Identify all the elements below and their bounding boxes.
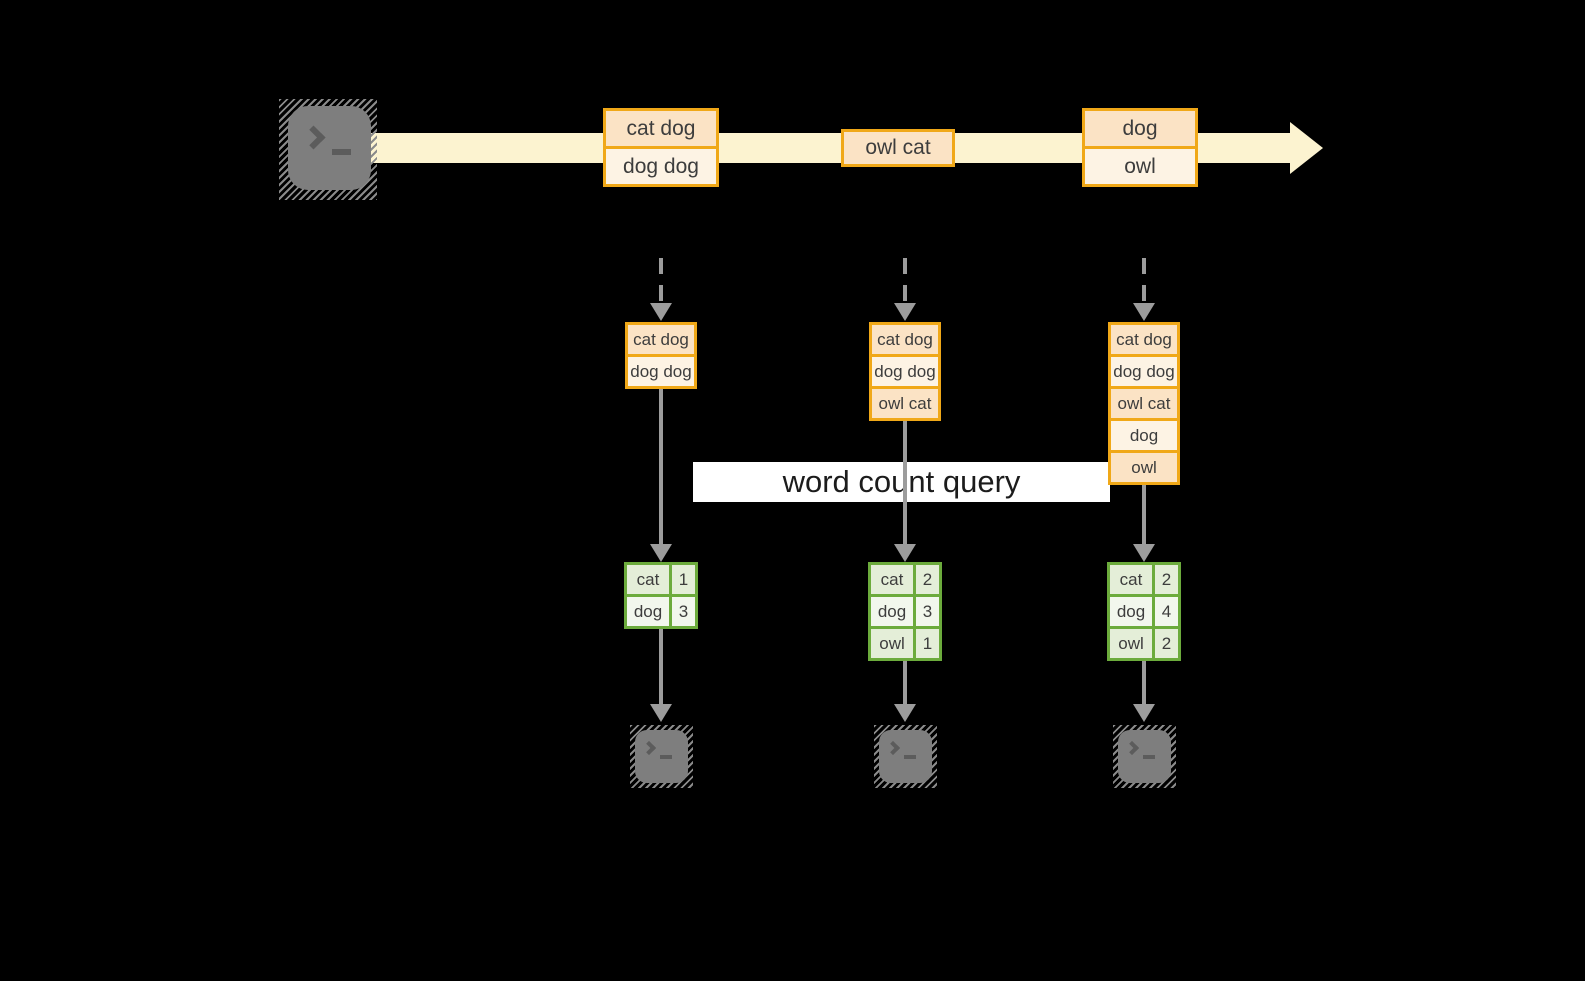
state-cell: dog bbox=[1111, 421, 1177, 450]
terminal-window bbox=[635, 730, 688, 783]
count-value-cell: 4 bbox=[1155, 597, 1178, 626]
ingest-arrow-line-1 bbox=[659, 258, 663, 304]
query-arrow-line-1 bbox=[659, 389, 663, 544]
stream-event-line: owl bbox=[1085, 149, 1195, 184]
query-label-band: word count query bbox=[693, 462, 1110, 502]
state-box-1: cat dog dog dog bbox=[625, 322, 697, 389]
state-cell: dog dog bbox=[872, 357, 938, 386]
stream-event-box-1: cat dog dog dog bbox=[603, 108, 719, 187]
ingest-arrow-head-1 bbox=[650, 303, 672, 321]
prompt-chevron-icon bbox=[1124, 740, 1140, 756]
count-value-cell: 3 bbox=[916, 597, 939, 626]
count-word-cell: owl bbox=[871, 629, 913, 658]
stream-event-line: dog dog bbox=[606, 149, 716, 184]
count-word-cell: owl bbox=[1110, 629, 1152, 658]
state-cell: cat dog bbox=[628, 325, 694, 354]
query-arrow-line-3 bbox=[1142, 485, 1146, 544]
count-word-cell: cat bbox=[627, 565, 669, 594]
state-cell: dog dog bbox=[628, 357, 694, 386]
source-terminal-icon bbox=[279, 99, 377, 200]
stream-event-box-2: owl cat bbox=[841, 129, 955, 167]
output-arrow-line-1 bbox=[659, 629, 663, 704]
output-arrow-head-3 bbox=[1133, 704, 1155, 722]
count-word-cell: dog bbox=[627, 597, 669, 626]
prompt-chevron-icon bbox=[641, 740, 657, 756]
state-cell: owl cat bbox=[872, 389, 938, 418]
prompt-cursor-icon bbox=[1143, 755, 1155, 759]
ingest-arrow-head-3 bbox=[1133, 303, 1155, 321]
prompt-chevron-icon bbox=[885, 740, 901, 756]
state-cell: cat dog bbox=[872, 325, 938, 354]
state-cell: cat dog bbox=[1111, 325, 1177, 354]
prompt-cursor-icon bbox=[904, 755, 916, 759]
stream-event-line: cat dog bbox=[606, 111, 716, 146]
state-cell: owl bbox=[1111, 453, 1177, 482]
count-value-cell: 1 bbox=[916, 629, 939, 658]
count-value-cell: 1 bbox=[672, 565, 695, 594]
count-word-cell: dog bbox=[871, 597, 913, 626]
query-label: word count query bbox=[782, 464, 1021, 499]
output-arrow-head-1 bbox=[650, 704, 672, 722]
output-arrow-line-3 bbox=[1142, 661, 1146, 704]
state-box-3: cat dog dog dog owl cat dog owl bbox=[1108, 322, 1180, 485]
state-cell: dog dog bbox=[1111, 357, 1177, 386]
count-word-cell: cat bbox=[1110, 565, 1152, 594]
output-terminal-icon-2 bbox=[874, 725, 937, 788]
ingest-arrow-line-3 bbox=[1142, 258, 1146, 304]
prompt-cursor-icon bbox=[332, 149, 351, 155]
ingest-arrow-line-2 bbox=[903, 258, 907, 304]
count-value-cell: 2 bbox=[1155, 629, 1178, 658]
prompt-cursor-icon bbox=[660, 755, 672, 759]
output-terminal-icon-3 bbox=[1113, 725, 1176, 788]
query-arrow-line-2 bbox=[903, 421, 907, 544]
query-arrow-head-3 bbox=[1133, 544, 1155, 562]
counts-table-1: cat 1 dog 3 bbox=[624, 562, 698, 629]
counts-table-2: cat 2 dog 3 owl 1 bbox=[868, 562, 942, 661]
counts-table-3: cat 2 dog 4 owl 2 bbox=[1107, 562, 1181, 661]
terminal-window bbox=[288, 106, 371, 190]
ingest-arrow-head-2 bbox=[894, 303, 916, 321]
terminal-window bbox=[879, 730, 932, 783]
count-value-cell: 2 bbox=[916, 565, 939, 594]
count-value-cell: 3 bbox=[672, 597, 695, 626]
stream-event-box-3: dog owl bbox=[1082, 108, 1198, 187]
stream-event-line: owl cat bbox=[844, 132, 952, 164]
state-cell: owl cat bbox=[1111, 389, 1177, 418]
state-box-2: cat dog dog dog owl cat bbox=[869, 322, 941, 421]
output-arrow-line-2 bbox=[903, 661, 907, 704]
prompt-chevron-icon bbox=[301, 125, 326, 150]
count-value-cell: 2 bbox=[1155, 565, 1178, 594]
stream-event-line: dog bbox=[1085, 111, 1195, 146]
terminal-window bbox=[1118, 730, 1171, 783]
stream-arrow-head-icon bbox=[1290, 122, 1323, 174]
count-word-cell: dog bbox=[1110, 597, 1152, 626]
query-arrow-head-2 bbox=[894, 544, 916, 562]
output-arrow-head-2 bbox=[894, 704, 916, 722]
output-terminal-icon-1 bbox=[630, 725, 693, 788]
query-arrow-head-1 bbox=[650, 544, 672, 562]
count-word-cell: cat bbox=[871, 565, 913, 594]
